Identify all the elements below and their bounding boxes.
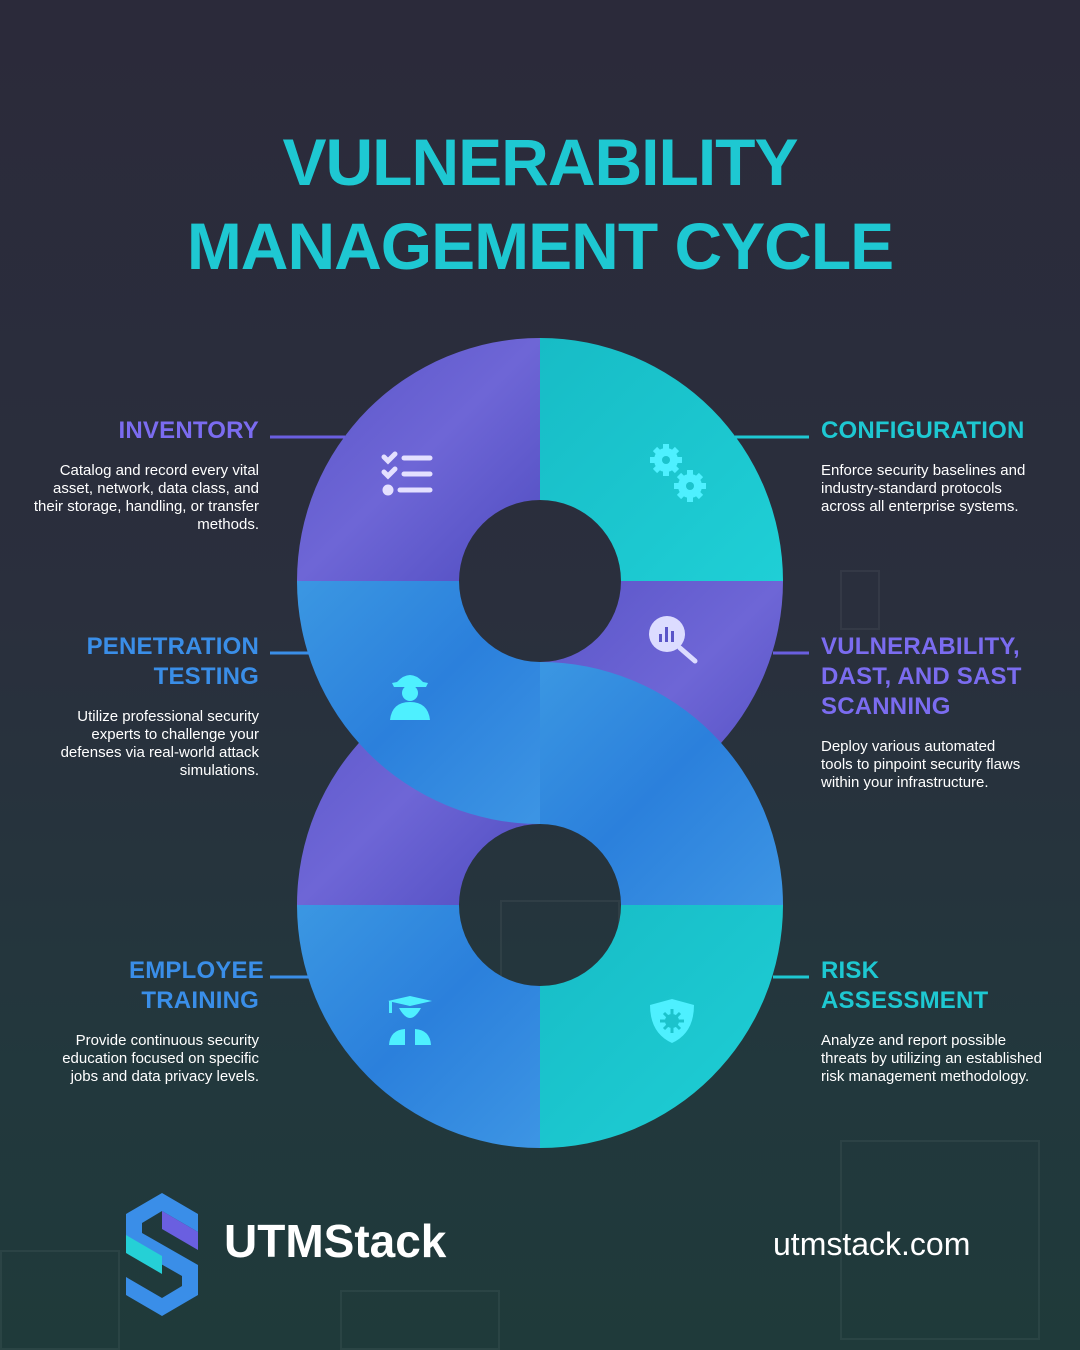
checklist-icon: [381, 451, 433, 496]
bg-decoration: [840, 1140, 1040, 1340]
bg-decoration: [340, 1290, 500, 1350]
step-description: Catalog and record every vital asset, ne…: [33, 462, 259, 533]
step-inventory: INVENTORY Catalog and record every vital…: [29, 416, 259, 534]
step-penetration-testing: PENETRATION TESTING Utilize professional…: [59, 632, 259, 780]
step-risk-assessment: RISK ASSESSMENT Analyze and report possi…: [821, 956, 1046, 1086]
graduate-icon: [388, 996, 432, 1045]
spy-icon: [390, 675, 430, 720]
step-scanning: VULNERABILITY, DAST, AND SAST SCANNING D…: [821, 632, 1031, 792]
step-title: INVENTORY: [118, 417, 259, 444]
segment-s-band: [540, 662, 783, 905]
bg-decoration: [0, 1250, 120, 1350]
utmstack-logo-icon: [126, 1193, 198, 1316]
title-line-2: MANAGEMENT CYCLE: [186, 209, 894, 283]
title-line-1: VULNERABILITY: [282, 125, 799, 199]
step-description: Utilize professional security experts to…: [60, 708, 259, 779]
step-title: RISK ASSESSMENT: [821, 957, 989, 1014]
step-title: EMPLOYEE TRAINING: [129, 957, 264, 1014]
segment-penetration-testing: [297, 581, 540, 824]
step-configuration: CONFIGURATION Enforce security baselines…: [821, 416, 1036, 516]
step-description: Provide continuous security education fo…: [62, 1032, 259, 1085]
brand-name: UTMStack: [224, 1215, 447, 1267]
step-description: Analyze and report possible threats by u…: [821, 1032, 1042, 1085]
page-title: VULNERABILITY MANAGEMENT CYCLE: [0, 120, 1080, 288]
step-title: CONFIGURATION: [821, 417, 1025, 444]
shield-virus-icon: [650, 999, 694, 1043]
segment-employee-training: [297, 905, 540, 1148]
bg-decoration: [840, 570, 880, 630]
step-title: VULNERABILITY, DAST, AND SAST SCANNING: [821, 633, 1022, 720]
step-description: Deploy various automated tools to pinpoi…: [821, 738, 1021, 791]
step-description: Enforce security baselines and industry-…: [821, 462, 1026, 515]
website-link[interactable]: utmstack.com: [773, 1226, 971, 1262]
search-chart-icon: [649, 616, 698, 664]
step-employee-training: EMPLOYEE TRAINING Provide continuous sec…: [49, 956, 264, 1086]
step-title: PENETRATION TESTING: [86, 633, 259, 690]
gears-icon: [650, 444, 706, 502]
